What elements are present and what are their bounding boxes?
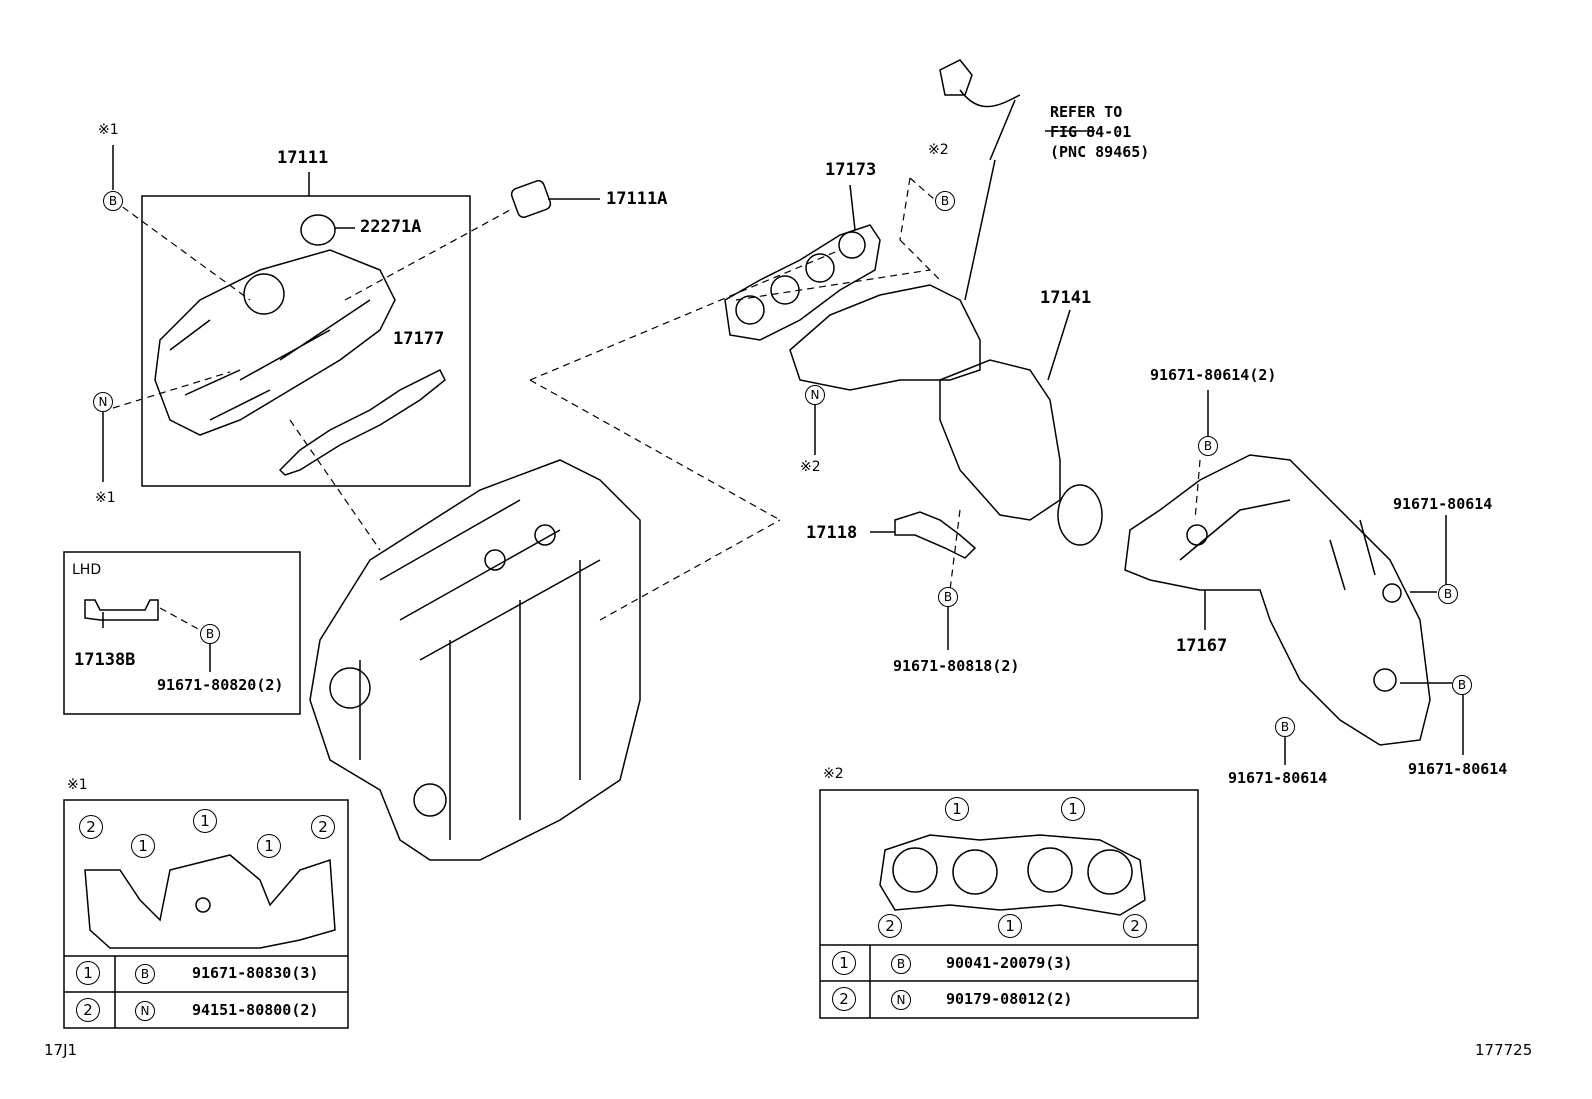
part-label-17111[interactable]: 17111 [277, 148, 329, 168]
lhd-title: LHD [72, 562, 102, 578]
callout-1: 1 [131, 834, 155, 858]
callout-2: 2 [311, 815, 335, 839]
bolt-symbol-b: B [103, 191, 123, 211]
lhd-frame [63, 551, 301, 715]
exhaust-gasket-drawing [724, 224, 881, 341]
callout-1: 1 [945, 797, 969, 821]
part-label-22271a[interactable]: 22271A [360, 217, 422, 237]
bolt-label-91671-80614-bottom-right[interactable]: 91671-80614 [1408, 760, 1508, 778]
illustration-number: 177725 [1475, 1041, 1533, 1059]
exhaust-manifold-drawing [789, 284, 981, 391]
part-label-17177[interactable]: 17177 [393, 329, 445, 349]
inset-1-row-2-index: 2 [76, 998, 100, 1022]
inset-2-row-1-index: 1 [832, 951, 856, 975]
callout-2: 2 [79, 815, 103, 839]
bolt-label-91671-80614-right[interactable]: 91671-80614 [1393, 495, 1493, 513]
callout-1: 1 [257, 834, 281, 858]
inset-1-row-1-symbol: B [135, 964, 155, 984]
engine-block-drawing [309, 459, 641, 861]
part-label-17167[interactable]: 17167 [1176, 636, 1228, 656]
inset-2-row-1-part[interactable]: 90041-20079(3) [946, 954, 1073, 972]
bolt-symbol-b: B [938, 587, 958, 607]
inset-2-row-2-part[interactable]: 90179-08012(2) [946, 990, 1073, 1008]
inset-2-row-2-symbol: N [891, 990, 911, 1010]
part-label-17138b[interactable]: 17138B [74, 650, 136, 670]
refer-note-line3: (PNC 89465) [1050, 143, 1150, 161]
bolt-label-91671-80614-2[interactable]: 91671-80614(2) [1150, 366, 1277, 384]
inset-1-row-1-index: 1 [76, 961, 100, 985]
inset-1-row-1-part[interactable]: 91671-80830(3) [192, 964, 319, 982]
note-marker-1-bottom: ※1 [95, 490, 116, 506]
bolt-label-91671-80614-bottom-left[interactable]: 91671-80614 [1228, 769, 1328, 787]
inset-2-row-1-symbol: B [891, 954, 911, 974]
note-marker-2-bottom: ※2 [800, 459, 821, 475]
bolt-label-91671-80820-2[interactable]: 91671-80820(2) [157, 676, 284, 694]
inset-2-row-2-index: 2 [832, 987, 856, 1011]
intake-manifold-frame [141, 195, 471, 487]
part-label-17173[interactable]: 17173 [825, 160, 877, 180]
bolt-symbol-b: B [1275, 717, 1295, 737]
inset-2-title: ※2 [823, 766, 844, 782]
callout-1: 1 [998, 914, 1022, 938]
bolt-label-91671-80818-2[interactable]: 91671-80818(2) [893, 657, 1020, 675]
inset-1-row-2-symbol: N [135, 1001, 155, 1021]
bolt-symbol-b: B [200, 624, 220, 644]
part-label-17141[interactable]: 17141 [1040, 288, 1092, 308]
inset-1-title: ※1 [67, 777, 88, 793]
bolt-symbol-b: B [935, 191, 955, 211]
figure-code: 17J1 [44, 1041, 78, 1059]
refer-note-line1: REFER TO [1050, 103, 1123, 121]
part-label-17118[interactable]: 17118 [806, 523, 858, 543]
part-label-17111a[interactable]: 17111A [606, 189, 668, 209]
heat-insulator-drawing [1124, 454, 1431, 746]
nut-symbol-n: N [93, 392, 113, 412]
callout-1: 1 [193, 809, 217, 833]
callout-2: 2 [1123, 914, 1147, 938]
refer-note-line2: FIG 84-01 [1050, 123, 1132, 141]
bolt-symbol-b: B [1198, 436, 1218, 456]
intake-manifold-drawing [154, 214, 446, 476]
bolt-symbol-b: B [1452, 675, 1472, 695]
callout-2: 2 [878, 914, 902, 938]
nut-symbol-n: N [805, 385, 825, 405]
note-marker-1-top: ※1 [98, 122, 119, 138]
inset-2-frame [819, 789, 1199, 1019]
inset-1-row-2-part[interactable]: 94151-80800(2) [192, 1001, 319, 1019]
note-marker-2-top: ※2 [928, 142, 949, 158]
inset-1-frame [63, 799, 349, 1029]
bolt-symbol-b: B [1438, 584, 1458, 604]
callout-1: 1 [1061, 797, 1085, 821]
